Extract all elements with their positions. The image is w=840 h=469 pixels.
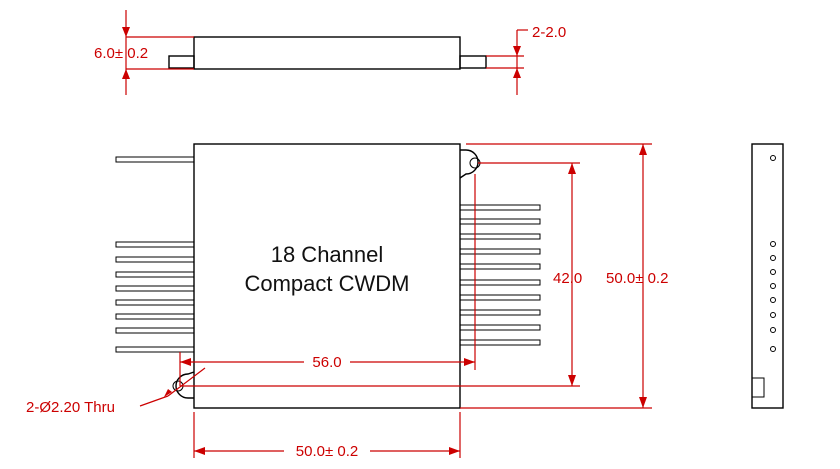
hole-spacing-label: 56.0 — [312, 354, 341, 371]
side-view-left-tab — [168, 55, 195, 69]
height-label: 50.0± 0.2 — [606, 270, 668, 287]
title-line-1: 18 Channel — [271, 242, 384, 267]
end-view-body — [751, 143, 784, 409]
width-label: 50.0± 0.2 — [296, 443, 358, 460]
thickness-label: 6.0± 0.2 — [94, 45, 148, 62]
left-fiber-top — [115, 156, 195, 163]
hole-note-label: 2-Ø2.20 Thru — [26, 399, 115, 416]
pitch-label: 42.0 — [553, 270, 582, 287]
right-fiber-group — [459, 204, 541, 346]
side-view-right-tab — [459, 55, 487, 69]
plan-view: 18 Channel Compact CWDM 42.0 50.0± 0.2 5… — [26, 143, 668, 460]
end-view-tab — [751, 377, 765, 398]
end-view — [751, 143, 784, 409]
title-line-2: Compact CWDM — [244, 271, 409, 296]
side-view-top: 6.0± 0.2 2-2.0 — [94, 10, 566, 95]
side-view-body — [193, 36, 461, 70]
left-fiber-group — [115, 241, 195, 353]
pin-count-label: 2-2.0 — [532, 24, 566, 41]
bottom-left-ear — [175, 371, 195, 399]
top-right-ear — [459, 149, 479, 179]
